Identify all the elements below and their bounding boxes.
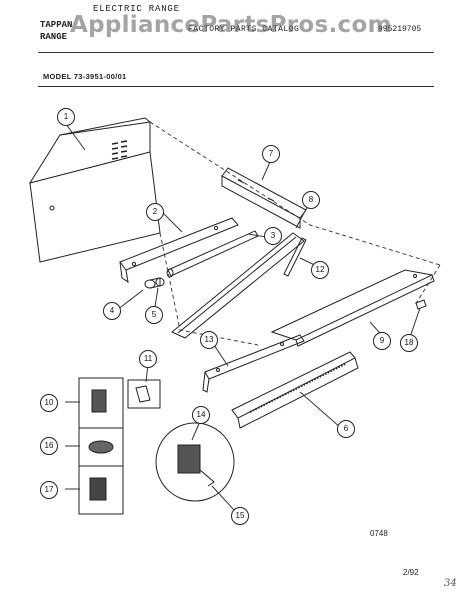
assembly-outline	[149, 121, 441, 346]
part-side-panel	[28, 117, 161, 263]
drawing-number: 0748	[370, 529, 388, 538]
part-front-trim	[231, 351, 359, 429]
callout-1: 1	[57, 108, 75, 126]
header-code: 995219705	[378, 25, 422, 34]
callout-18: 18	[400, 334, 418, 352]
parts-stack-boxes	[78, 377, 124, 515]
callout-14: 14	[192, 406, 210, 424]
page-date: 2/92	[403, 568, 419, 577]
header-catalog: FACTORY PARTS CATALOG	[188, 25, 300, 34]
part-detail-circle	[155, 422, 235, 502]
header-brand: TAPPAN	[40, 20, 73, 30]
header-rule	[38, 52, 434, 53]
model-rule	[38, 86, 434, 87]
callout-13: 13	[200, 331, 218, 349]
callout-12: 12	[311, 261, 329, 279]
watermark: AppliancePartsPros.com	[70, 12, 392, 38]
callout-15: 15	[231, 507, 249, 525]
part-rail	[119, 217, 239, 284]
callout-2: 2	[146, 203, 164, 221]
callout-17: 17	[40, 481, 58, 499]
callout-16: 16	[40, 437, 58, 455]
callout-9: 9	[373, 332, 391, 350]
callout-4: 4	[103, 302, 121, 320]
callout-5: 5	[145, 306, 163, 324]
header-product: RANGE	[40, 32, 68, 42]
part-cylinders	[144, 277, 165, 289]
callout-6a: 8	[302, 191, 320, 209]
part-switch-box	[127, 379, 161, 409]
part-drawer-rail	[202, 334, 305, 393]
part-glass-panel	[171, 232, 305, 339]
callout-11: 11	[139, 350, 157, 368]
header-title: ELECTRIC RANGE	[93, 4, 180, 14]
part-drawer-panel	[270, 269, 435, 347]
callout-3: 3	[264, 227, 282, 245]
model-label: MODEL 73-3951-00/01	[43, 72, 127, 81]
callout-6b: 6	[337, 420, 355, 438]
page-mark: 34	[444, 578, 457, 589]
callout-7: 7	[262, 145, 280, 163]
part-clip	[415, 299, 427, 310]
callout-10: 10	[40, 394, 58, 412]
part-strip	[283, 237, 307, 277]
